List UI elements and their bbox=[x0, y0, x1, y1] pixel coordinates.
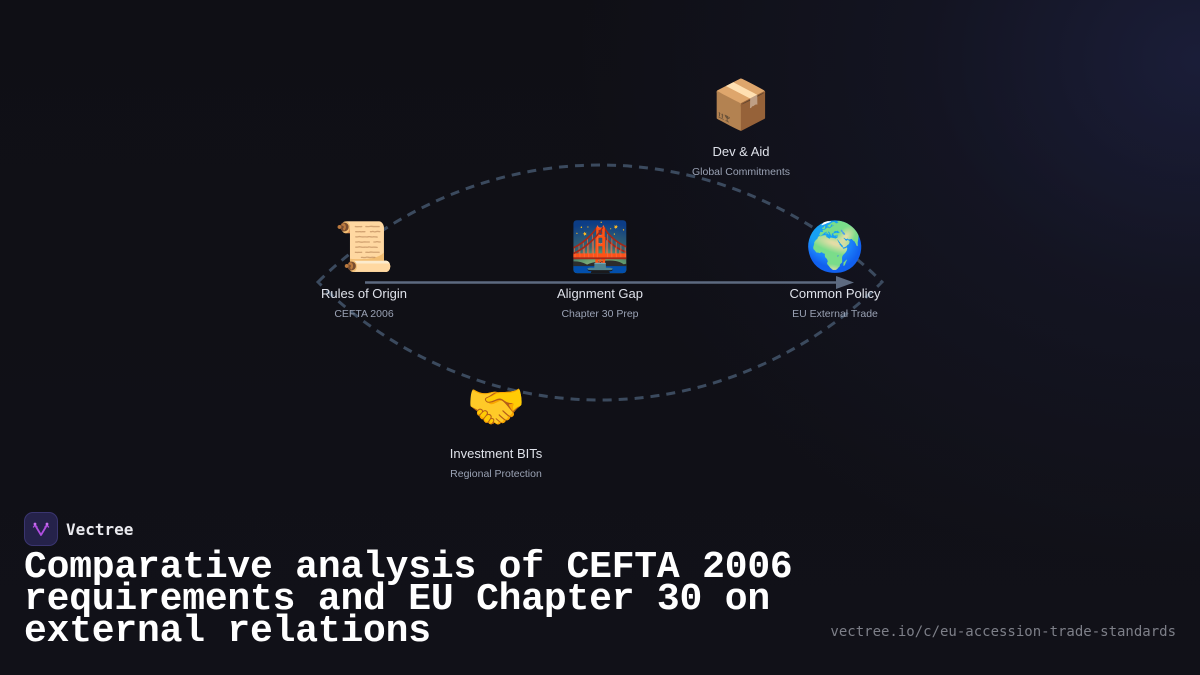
node-common-policy: 🌍 Common Policy EU External Trade bbox=[745, 220, 925, 321]
flow-arrow-head bbox=[836, 276, 854, 289]
node-label: Dev & Aid bbox=[712, 144, 770, 159]
dashed-loop-path bbox=[315, 163, 885, 402]
node-sublabel: CEFTA 2006 bbox=[334, 308, 394, 320]
package-icon: 📦 bbox=[711, 79, 771, 132]
node-dev-aid: 📦 Dev & Aid Global Commitments bbox=[651, 78, 831, 179]
vectree-logo-icon bbox=[24, 512, 58, 546]
node-sublabel: Global Commitments bbox=[691, 166, 791, 178]
node-label: Rules of Origin bbox=[321, 286, 407, 301]
node-alignment-gap: 🌉 Alignment Gap Chapter 30 Prep bbox=[510, 220, 690, 321]
node-label: Alignment Gap bbox=[557, 286, 643, 301]
node-investment-bits: 🤝 Investment BITs Regional Protection bbox=[406, 380, 586, 481]
title-line: requirements and EU Chapter 30 on bbox=[24, 578, 770, 621]
title-line: external relations bbox=[24, 610, 431, 653]
brand: Vectree bbox=[24, 512, 133, 546]
globe-europe-africa-icon: 🌍 bbox=[805, 221, 865, 274]
scroll-icon: 📜 bbox=[334, 221, 394, 274]
node-rules-of-origin: 📜 Rules of Origin CEFTA 2006 bbox=[274, 220, 454, 321]
source-url: vectree.io/c/eu-accession-trade-standard… bbox=[830, 624, 1176, 640]
brand-name: Vectree bbox=[66, 519, 134, 539]
node-label: Investment BITs bbox=[449, 446, 543, 461]
handshake-icon: 🤝 bbox=[466, 381, 526, 434]
bridge-at-night-icon: 🌉 bbox=[570, 221, 630, 274]
diagram-connectors bbox=[315, 163, 885, 402]
trade-flow-diagram: 📦 Dev & Aid Global Commitments 📜 Rules o… bbox=[274, 78, 925, 481]
node-label: Common Policy bbox=[789, 286, 881, 301]
node-sublabel: Regional Protection bbox=[450, 468, 542, 480]
page-title: Comparative analysis of CEFTA 2006 requi… bbox=[24, 546, 824, 653]
node-sublabel: EU External Trade bbox=[792, 308, 878, 320]
title-line: Comparative analysis of CEFTA 2006 bbox=[24, 546, 793, 589]
node-sublabel: Chapter 30 Prep bbox=[561, 308, 639, 320]
